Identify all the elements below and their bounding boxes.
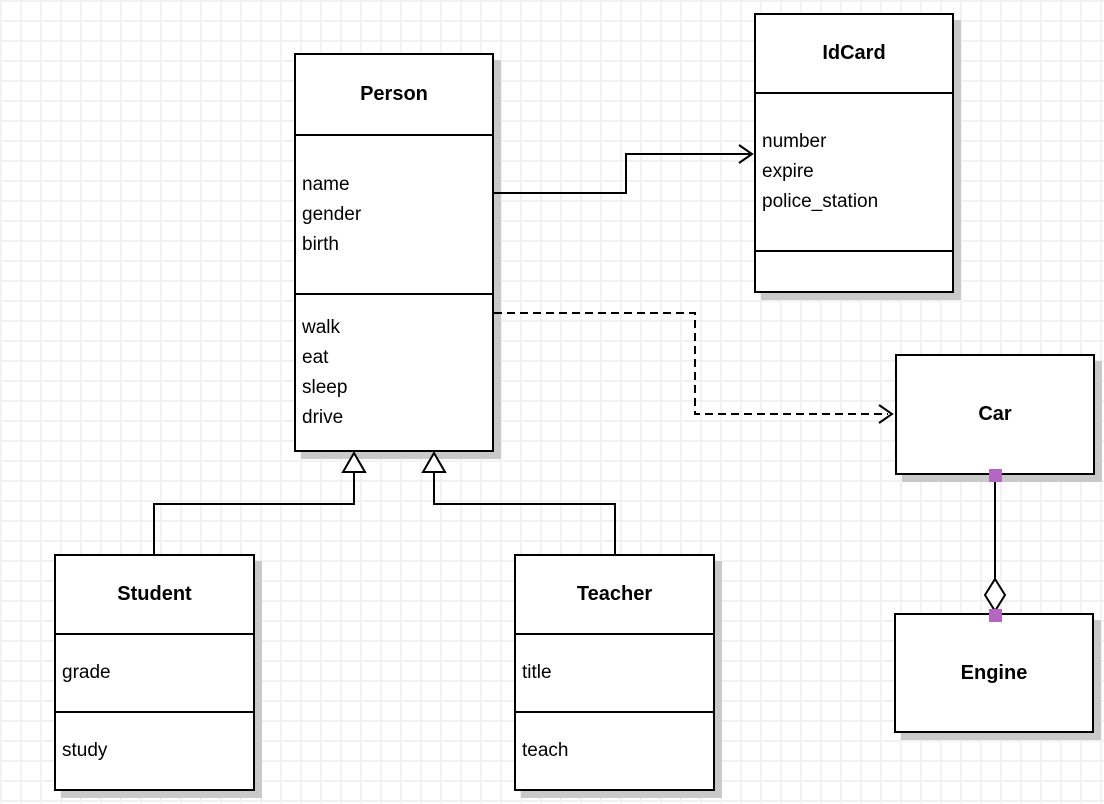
teacher-methods-section: teach (516, 713, 713, 789)
attribute-name: name (302, 173, 350, 195)
method-teach: teach (522, 740, 569, 761)
class-box-person[interactable]: Person name gender birth walk eat sleep … (294, 53, 494, 452)
attribute-birth: birth (302, 233, 339, 255)
attribute-police-station: police_station (762, 191, 879, 212)
method-eat: eat (302, 346, 329, 368)
idcard-methods-section (756, 252, 952, 291)
aggregation-car-engine[interactable] (983, 469, 1007, 622)
class-box-student[interactable]: Student grade study (54, 554, 255, 791)
person-attributes-section: name gender birth (296, 136, 492, 295)
method-study: study (62, 740, 108, 761)
attribute-grade: grade (62, 662, 111, 683)
attribute-title: title (522, 662, 552, 683)
class-title-teacher: Teacher (516, 556, 713, 635)
student-methods-section: study (56, 713, 253, 789)
class-title-car: Car (978, 403, 1012, 425)
dependency-person-car[interactable] (494, 312, 894, 424)
class-title-engine: Engine (960, 661, 1028, 684)
class-box-teacher[interactable]: Teacher title teach (514, 554, 715, 791)
class-title-person: Person (296, 55, 492, 136)
class-box-idcard[interactable]: IdCard number expire police_station (754, 13, 954, 293)
generalization-student-person[interactable] (153, 451, 367, 554)
attribute-expire: expire (762, 161, 814, 182)
class-title-idcard: IdCard (756, 15, 952, 94)
class-box-engine[interactable]: Engine (894, 613, 1094, 733)
method-walk: walk (302, 316, 341, 338)
student-attributes-section: grade (56, 635, 253, 713)
hollow-diamond (983, 577, 1007, 613)
attribute-gender: gender (302, 203, 362, 225)
method-sleep: sleep (302, 376, 348, 398)
teacher-attributes-section: title (516, 635, 713, 713)
hollow-triangle-arrowhead (341, 451, 367, 473)
class-box-car[interactable]: Car (895, 354, 1095, 475)
person-methods-section: walk eat sleep drive (296, 295, 492, 450)
generalization-teacher-person[interactable] (421, 451, 616, 554)
hollow-triangle-arrowhead (421, 451, 447, 473)
idcard-attributes-section: number expire police_station (756, 94, 952, 252)
association-person-idcard[interactable] (494, 144, 754, 194)
class-title-student: Student (56, 556, 253, 635)
attribute-number: number (762, 131, 827, 152)
method-drive: drive (302, 406, 344, 428)
